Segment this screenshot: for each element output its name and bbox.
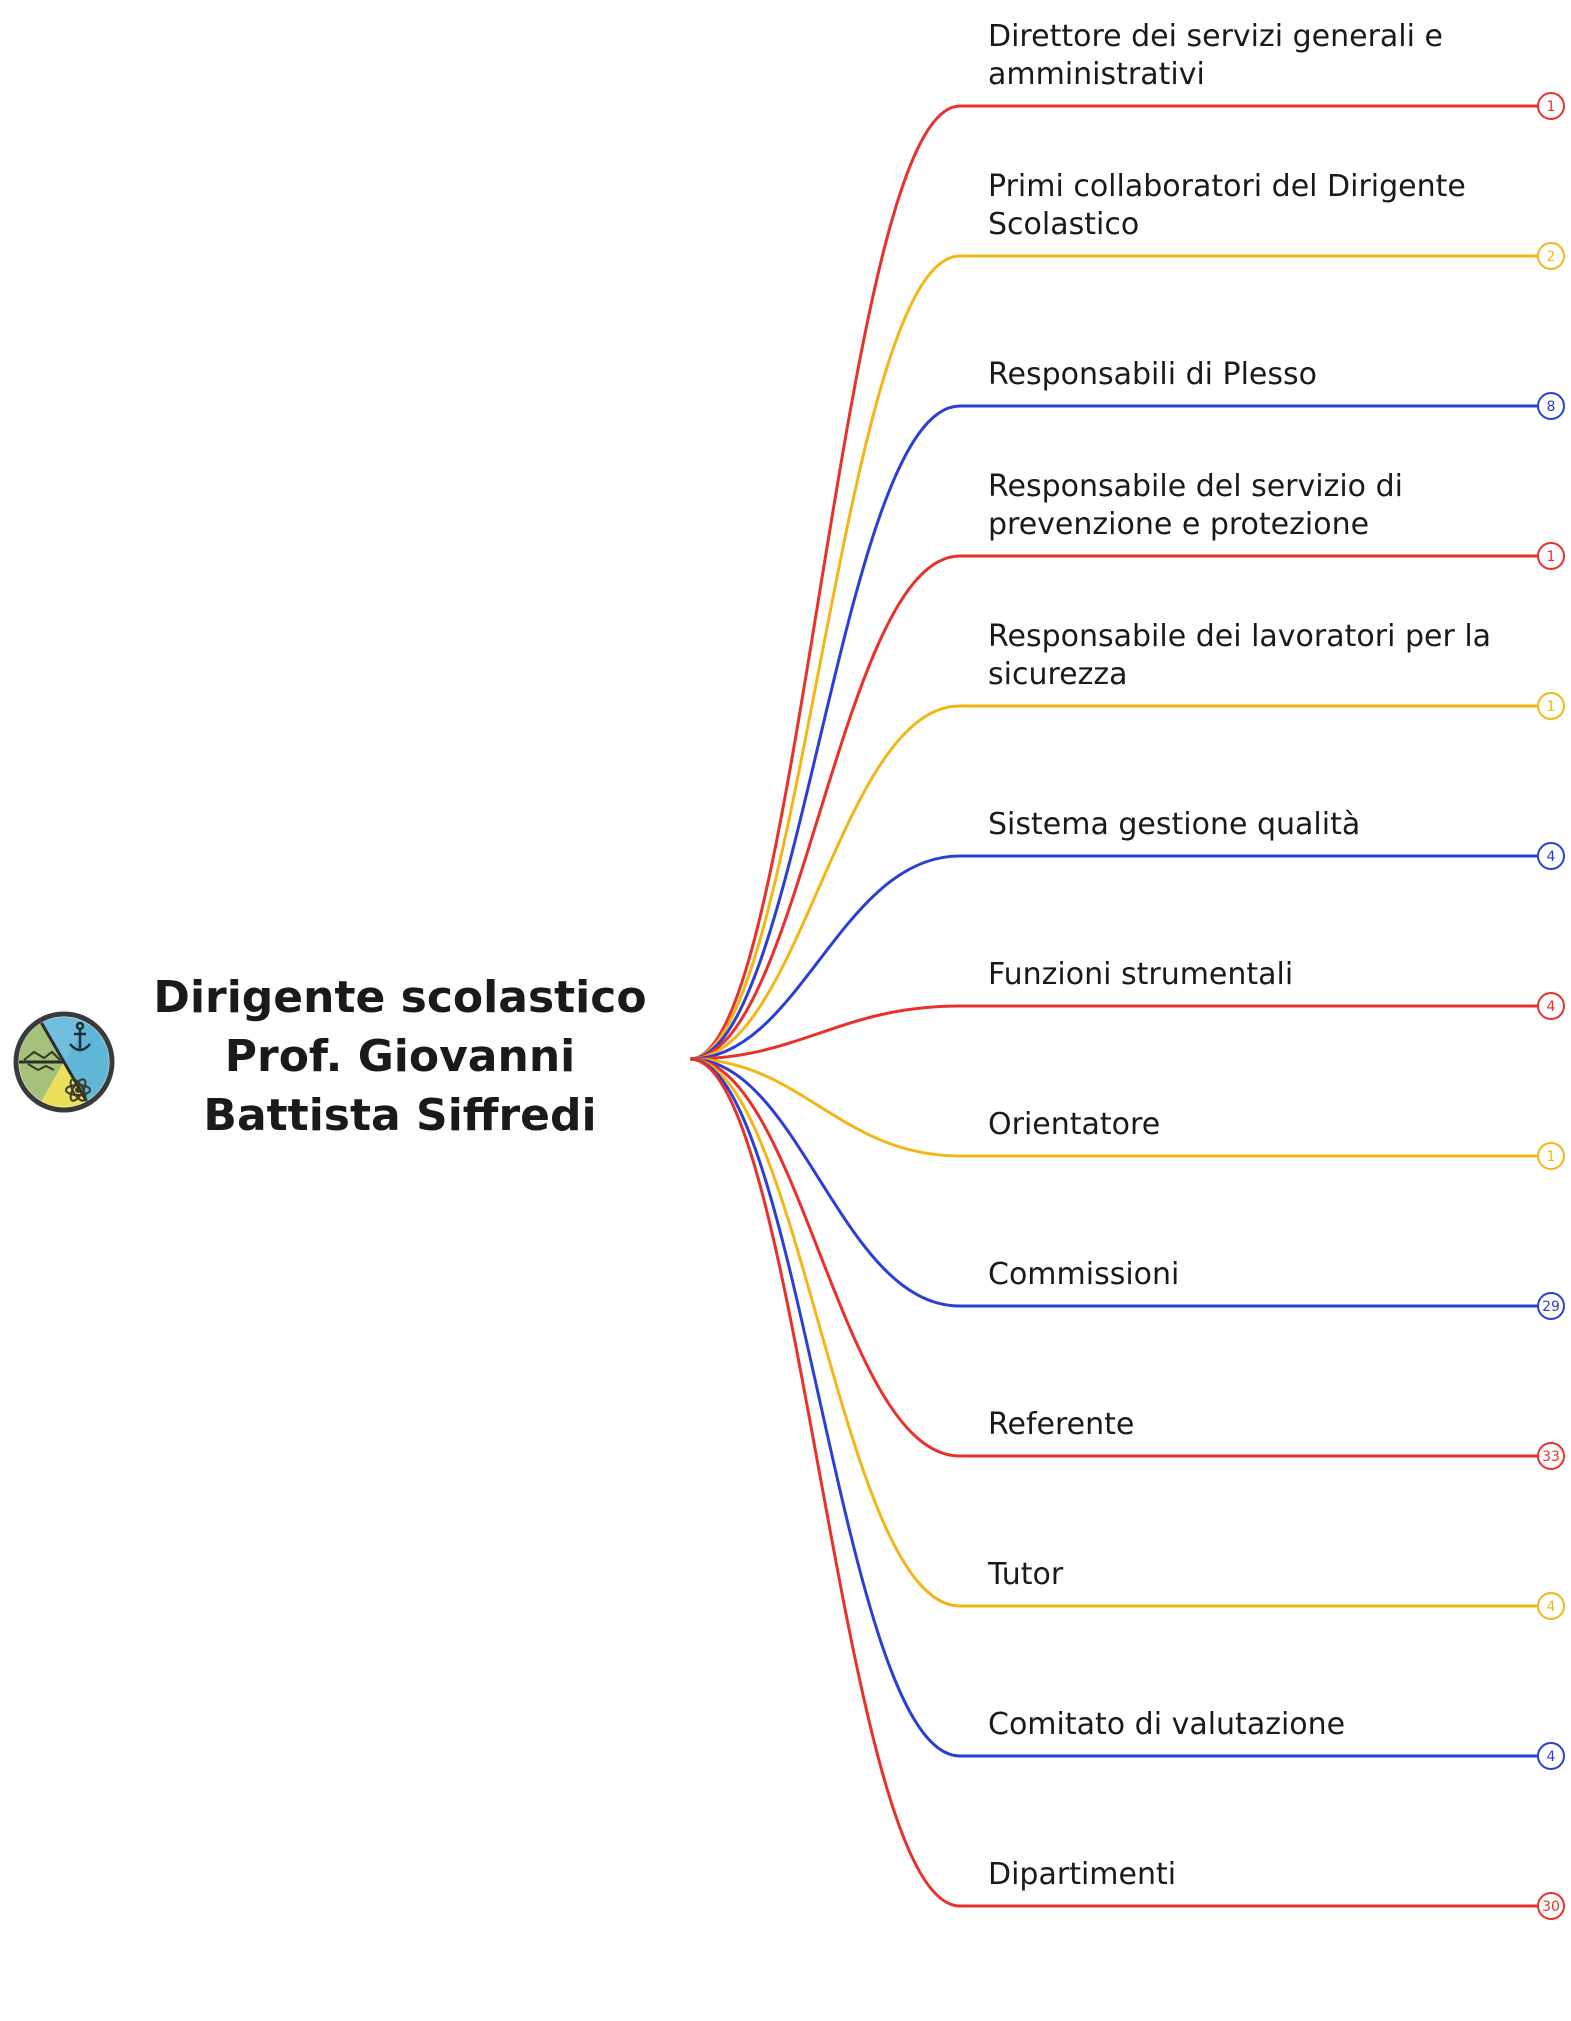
branch-connector [689,1057,1538,1908]
count-badge-text: 4 [1547,849,1556,865]
count-badge-text: 4 [1547,999,1556,1015]
count-badge-text: 4 [1547,1599,1556,1615]
count-badge-circle [1537,1892,1565,1920]
count-badge-circle [1537,1292,1565,1320]
branch-connector [689,1057,1538,1458]
atom-icon [65,1078,91,1102]
branch-connector [689,404,1538,1061]
branch-node-label[interactable]: Sistema gestione qualità [988,807,1361,842]
child-count-badge[interactable]: 2 [1537,242,1565,270]
child-count-badge[interactable]: 1 [1537,92,1565,120]
count-badge-circle [1537,1142,1565,1170]
branch-node-label[interactable]: Responsabili di Plesso [988,357,1318,392]
branch-node-label[interactable]: Dipartimenti [988,1857,1177,1892]
count-badge-text: 29 [1542,1299,1560,1315]
branch-node-label[interactable]: Funzioni strumentali [988,957,1294,992]
branch-connector [689,1057,1538,1308]
count-badge-circle [1537,542,1565,570]
count-badge-circle [1537,842,1565,870]
count-badge-text: 2 [1547,249,1556,265]
count-badge-circle [1537,1442,1565,1470]
count-badge-circle [1537,1742,1565,1770]
branch-node-label[interactable]: Responsabile del servizio di prevenzione… [988,469,1403,542]
count-badge-text: 1 [1547,549,1556,565]
branch-connector [689,554,1538,1061]
branch-node-label[interactable]: Responsabile dei lavoratori per la sicur… [988,619,1492,692]
child-count-badge[interactable]: 1 [1537,692,1565,720]
branch-node-label[interactable]: Orientatore [988,1107,1161,1142]
count-badge-text: 8 [1547,399,1556,415]
branch-node-label[interactable]: Referente [988,1407,1135,1442]
count-badge-circle [1537,92,1565,120]
count-badge-circle [1537,242,1565,270]
child-count-badge[interactable]: 4 [1537,1592,1565,1620]
branch-connector [689,254,1538,1061]
branch-node-label[interactable]: Tutor [988,1557,1064,1592]
child-count-badge[interactable]: 29 [1537,1292,1565,1320]
handshake-icon [23,1050,61,1072]
branch-node-label[interactable]: Primi collaboratori del Dirigente Scolas… [988,169,1466,242]
child-count-badge[interactable]: 1 [1537,542,1565,570]
root-node-title[interactable]: Dirigente scolastico Prof. Giovanni Batt… [153,972,647,1141]
branch-connector [689,704,1538,1061]
branch-connector [689,1057,1538,1608]
anchor-icon [69,1021,91,1052]
count-badge-text: 33 [1542,1449,1560,1465]
count-badge-text: 1 [1547,1149,1556,1165]
branch-connector [689,1057,1538,1158]
child-count-badge[interactable]: 4 [1537,842,1565,870]
school-emblem-icon [13,1011,115,1113]
branch-connectors [689,104,1538,1908]
child-count-badge[interactable]: 1 [1537,1142,1565,1170]
branch-connector [689,1057,1538,1758]
child-count-badge[interactable]: 4 [1537,1742,1565,1770]
child-count-badge[interactable]: 30 [1537,1892,1565,1920]
branch-connector [689,104,1538,1061]
branch-node-label[interactable]: Commissioni [988,1257,1180,1292]
branch-node-label[interactable]: Comitato di valutazione [988,1707,1346,1742]
count-badge-text: 1 [1547,99,1556,115]
count-badge-circle [1537,1592,1565,1620]
child-count-badge[interactable]: 33 [1537,1442,1565,1470]
count-badge-circle [1537,392,1565,420]
branch-connector [689,854,1538,1061]
count-badge-circle [1537,692,1565,720]
branch-node-label[interactable]: Direttore dei servizi generali e amminis… [988,19,1443,92]
branch-connector [689,1004,1538,1061]
child-count-badge[interactable]: 4 [1537,992,1565,1020]
count-badge-text: 4 [1547,1749,1556,1765]
child-count-badge[interactable]: 8 [1537,392,1565,420]
child-count-badges: 1 2 8 1 1 4 4 1 29 33 4 4 30 [1537,92,1565,1920]
count-badge-text: 1 [1547,699,1556,715]
count-badge-circle [1537,992,1565,1020]
count-badge-text: 30 [1542,1899,1560,1915]
